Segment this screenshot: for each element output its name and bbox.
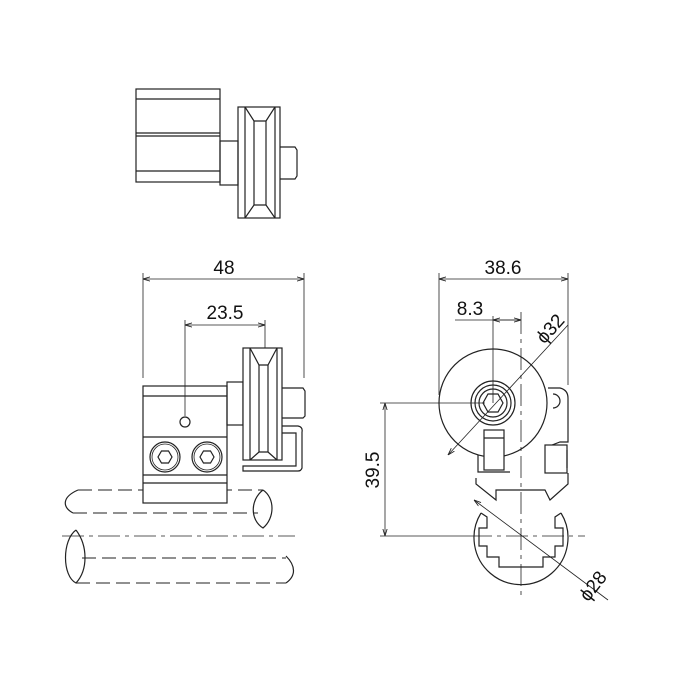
shaft (226, 381, 244, 426)
shaft (219, 140, 239, 186)
dimension-phi32: ϕ32 (532, 310, 569, 348)
hex-bolt-1 (149, 441, 181, 473)
pulley (242, 347, 283, 461)
dimension-line-phi28 (474, 500, 609, 601)
clamp-jaw (475, 473, 569, 502)
hole (179, 416, 191, 428)
dimension-23-5: 23.5 (207, 303, 244, 324)
dimension-phi28: ϕ28 (576, 568, 612, 606)
pipe (62, 489, 295, 584)
top-view (135, 88, 298, 219)
dimension-line-phi32 (448, 324, 569, 455)
dimension-8-3: 8.3 (457, 299, 483, 320)
dimension-48: 48 (213, 258, 234, 279)
hub (280, 146, 298, 180)
bracket (242, 425, 303, 472)
hex-bolt-2 (191, 441, 223, 473)
hub (282, 387, 306, 419)
dimension-39-5: 39.5 (363, 452, 384, 489)
pulley (237, 106, 281, 219)
side-bracket (548, 387, 569, 446)
dimension-38-6: 38.6 (485, 258, 522, 279)
side-view: 38.6 8.3 ϕ32 39.5 ϕ28 (363, 258, 612, 606)
front-view: 48 23.5 (62, 258, 306, 584)
lever (483, 429, 505, 471)
